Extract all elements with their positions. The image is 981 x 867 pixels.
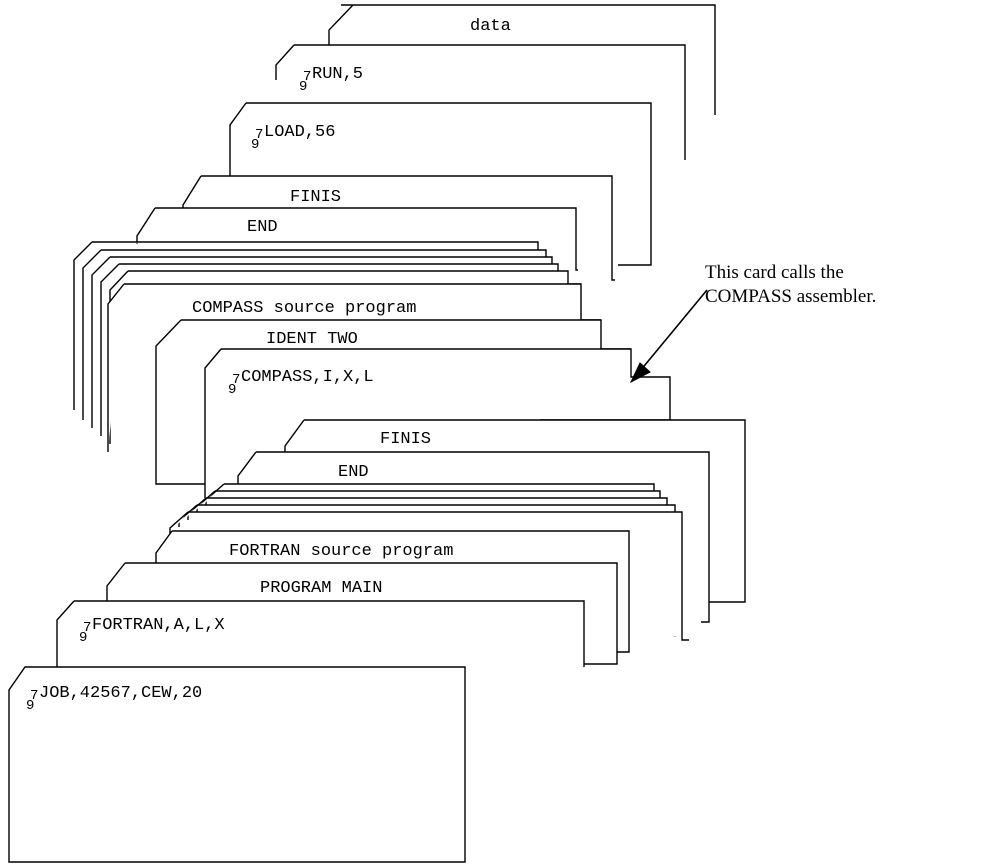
card-ident-two-label: IDENT TWO: [266, 330, 358, 349]
card-fortran-source-label: FORTRAN source program: [229, 542, 453, 561]
punch-7-mark: 7: [255, 127, 263, 143]
card-fortran-control: [56, 600, 585, 667]
card-program-main-label: PROGRAM MAIN: [260, 579, 382, 598]
card-compass-control: [204, 348, 671, 498]
punch-9-mark: 9: [299, 79, 307, 95]
card-finis-fortran-label: FINIS: [380, 430, 431, 449]
punch-9-mark: 9: [79, 630, 87, 646]
punch-7-mark: 7: [30, 688, 38, 704]
card-data-label: data: [470, 17, 511, 36]
punch-7-mark: 7: [232, 372, 240, 388]
punch-9-mark: 9: [228, 382, 236, 398]
annotation-line-2: COMPASS assembler.: [705, 286, 876, 307]
punch-9-mark: 9: [251, 137, 259, 153]
annotation-line-1: This card calls the: [705, 262, 844, 283]
card-finis-compass-label: FINIS: [290, 188, 341, 207]
card-load-label: LOAD,56: [264, 123, 335, 142]
card-fortran-control-label: FORTRAN,A,L,X: [92, 616, 225, 635]
annotation-arrow: [629, 289, 708, 384]
card-job: [8, 666, 466, 863]
card-job-label: JOB,42567,CEW,20: [39, 684, 202, 703]
card-run-label: RUN,5: [312, 65, 363, 84]
punch-7-mark: 7: [83, 620, 91, 636]
card-end-compass-label: END: [247, 218, 278, 237]
compass-source-card-stack: [73, 241, 581, 444]
punch-9-mark: 9: [26, 698, 34, 714]
card-compass-source-label: COMPASS source program: [192, 299, 416, 318]
punch-7-mark: 7: [303, 69, 311, 85]
card-end-fortran-label: END: [338, 463, 369, 482]
card-compass-control-label: COMPASS,I,X,L: [241, 368, 374, 387]
